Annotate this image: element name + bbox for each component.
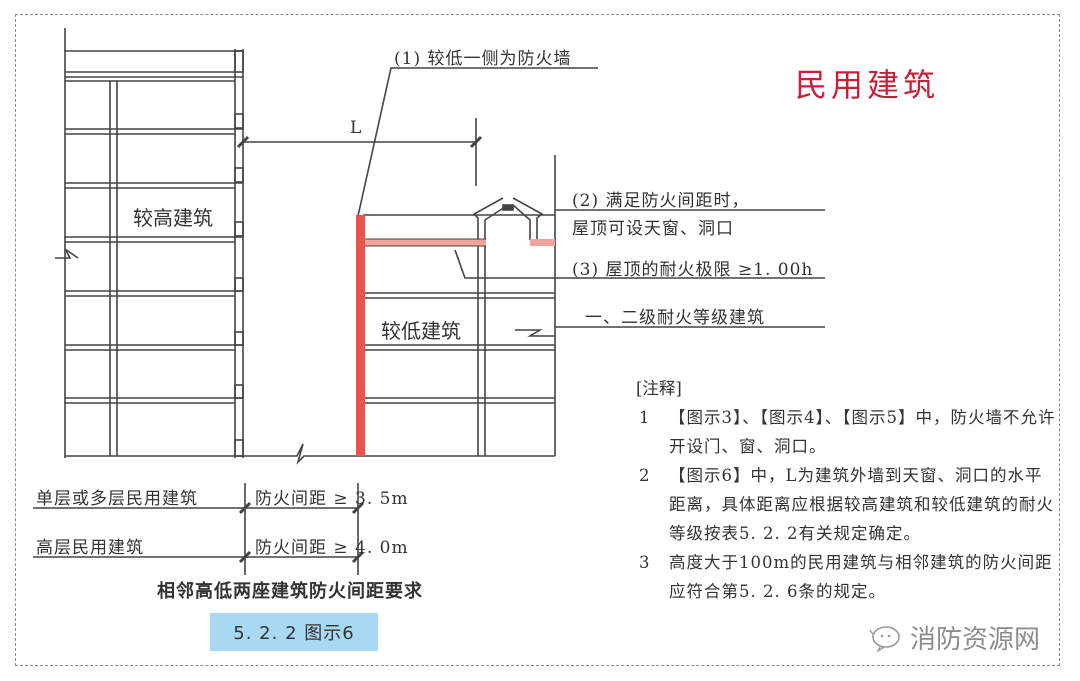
- callout-skylight-line2: 屋顶可设天窗、洞口: [572, 219, 734, 239]
- roof-fire-rated-slab: [363, 238, 555, 247]
- firewall: [356, 215, 365, 456]
- note-number: 2: [639, 466, 650, 485]
- callout-roof-fire-rating: (3) 屋顶的耐火极限 ≥1. 00h: [572, 260, 814, 280]
- note-item: 1 【图示3】、【图示4】、【图示5】中，防火墙不允许开设门、窗、洞口。: [636, 403, 1056, 461]
- notes-panel: [注释] 1 【图示3】、【图示4】、【图示5】中，防火墙不允许开设门、窗、洞口…: [636, 374, 1056, 606]
- dimension-l-label: L: [350, 118, 362, 138]
- note-number: 1: [639, 408, 650, 427]
- note-item: 2 【图示6】中，L为建筑外墙到天窗、洞口的水平距离，具体距离应根据较高建筑和较…: [636, 461, 1056, 548]
- watermark: 消防资源网: [868, 619, 1040, 656]
- note-text: 【图示3】、【图示4】、【图示5】中，防火墙不允许开设门、窗、洞口。: [669, 408, 1056, 456]
- callout-fire-resistance-grade: 一、二级耐火等级建筑: [585, 308, 765, 328]
- notes-heading: [注释]: [636, 379, 682, 398]
- note-text: 【图示6】中，L为建筑外墙到天窗、洞口的水平距离，具体距离应根据较高建筑和较低建…: [669, 466, 1054, 543]
- spacing-requirement-highrise: 防火间距 ≥ 4. 0m: [255, 538, 409, 558]
- building-type-highrise: 高层民用建筑: [36, 538, 144, 558]
- building-type-multistory: 单层或多层民用建筑: [36, 489, 198, 509]
- note-text: 高度大于100m的民用建筑与相邻建筑的防火间距应符合第5. 2. 6条的规定。: [669, 553, 1053, 601]
- lower-building-label: 较低建筑: [381, 319, 461, 343]
- wechat-icon: [869, 625, 900, 652]
- page-title: 民用建筑: [795, 66, 940, 104]
- taller-building: [55, 28, 244, 458]
- figure-caption: 相邻高低两座建筑防火间距要求: [157, 581, 423, 602]
- taller-building-label: 较高建筑: [133, 206, 213, 230]
- lower-building: [360, 155, 556, 457]
- callout-firewall: (1) 较低一侧为防火墙: [394, 49, 572, 69]
- note-item: 3 高度大于100m的民用建筑与相邻建筑的防火间距应符合第5. 2. 6条的规定…: [636, 548, 1056, 606]
- spacing-requirement-multistory: 防火间距 ≥ 3. 5m: [255, 489, 409, 509]
- callout-skylight-line1: (2) 满足防火间距时，: [572, 191, 750, 211]
- note-number: 3: [639, 553, 650, 572]
- figure-number: 5. 2. 2 图示6: [233, 623, 355, 644]
- figure-number-badge: 5. 2. 2 图示6: [210, 613, 378, 651]
- watermark-text: 消防资源网: [910, 625, 1041, 655]
- dashed-frame: [15, 14, 1060, 666]
